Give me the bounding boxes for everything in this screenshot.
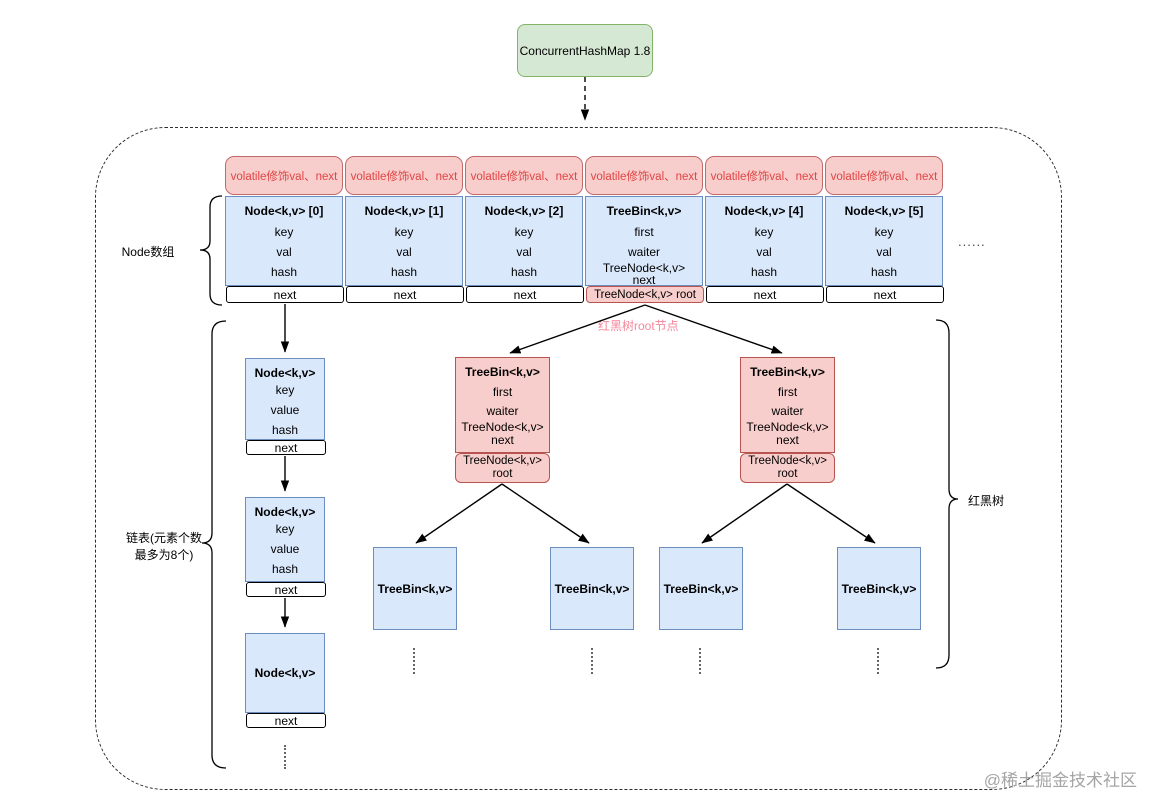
- concurrenthashmap-title-box: ConcurrentHashMap 1.8: [517, 24, 653, 77]
- node-title: Node<k,v> [2]: [484, 204, 564, 218]
- field-first: first: [492, 385, 513, 399]
- hashmap-structure-container: [95, 127, 1062, 790]
- next-pointer-cell: next: [246, 440, 326, 455]
- treenode-root-cell: TreeNode<k,v> root: [586, 286, 704, 303]
- field-val: val: [756, 245, 772, 259]
- node-title: Node<k,v> [1]: [364, 204, 444, 218]
- field-key: key: [754, 225, 774, 239]
- list-node-3: Node<k,v> next: [245, 633, 326, 728]
- vertical-ellipsis: [591, 648, 593, 674]
- node-title: Node<k,v> [4]: [724, 204, 804, 218]
- field-hash: hash: [271, 423, 299, 437]
- array-ellipsis: ......: [958, 234, 986, 249]
- array-node-cell: Node<k,v> [4] key val hash: [705, 196, 823, 286]
- rbtree-root-annotation: 红黑树root节点: [598, 319, 679, 333]
- node-title: Node<k,v> [5]: [844, 204, 924, 218]
- volatile-header: volatile修饰val、next: [705, 156, 823, 195]
- field-value: value: [270, 403, 300, 417]
- volatile-header: volatile修饰val、next: [345, 156, 463, 195]
- array-node-cell: Node<k,v> [2] key val hash: [465, 196, 583, 286]
- field-hash: hash: [870, 265, 898, 279]
- node-title: Node<k,v>: [254, 505, 316, 519]
- field-key: key: [874, 225, 894, 239]
- array-node-cell: Node<k,v> [1] key val hash: [345, 196, 463, 286]
- tree-leaf-4: TreeBin<k,v>: [837, 547, 921, 630]
- treebin-left: TreeBin<k,v> first waiter TreeNode<k,v> …: [455, 357, 550, 453]
- field-waiter: waiter: [771, 404, 804, 418]
- field-hash: hash: [271, 562, 299, 576]
- field-key: key: [275, 383, 295, 397]
- vertical-ellipsis: [699, 648, 701, 674]
- field-hash: hash: [510, 265, 538, 279]
- tree-leaf-3: TreeBin<k,v>: [659, 547, 743, 630]
- field-val: val: [276, 245, 292, 259]
- next-pointer-cell: next: [346, 286, 464, 303]
- rbtree-label: 红黑树: [968, 494, 1005, 508]
- field-key: key: [514, 225, 534, 239]
- watermark: @稀土掘金技术社区: [983, 771, 1137, 790]
- treebin-right-root-cell: TreeNode<k,v> root: [740, 453, 835, 483]
- treebin-title: TreeBin<k,v>: [750, 365, 825, 379]
- vertical-ellipsis: [413, 648, 415, 674]
- vertical-ellipsis: [877, 648, 879, 674]
- node-title: Node<k,v> [0]: [244, 204, 324, 218]
- treebin-title: TreeBin<k,v>: [606, 204, 682, 218]
- field-hash: hash: [270, 265, 298, 279]
- volatile-header: volatile修饰val、next: [225, 156, 343, 195]
- volatile-header: volatile修饰val、next: [465, 156, 583, 195]
- field-treenode-next: TreeNode<k,v> next: [602, 261, 686, 287]
- volatile-header: volatile修饰val、next: [825, 156, 943, 195]
- tree-leaf-1: TreeBin<k,v>: [373, 547, 457, 630]
- array-node-cell: Node<k,v> [0] key val hash: [225, 196, 343, 286]
- field-val: val: [396, 245, 412, 259]
- field-hash: hash: [390, 265, 418, 279]
- field-waiter: waiter: [486, 404, 519, 418]
- linked-list-label: 链表(元素个数 最多为8个): [126, 531, 202, 562]
- field-waiter: waiter: [627, 245, 660, 259]
- field-val: val: [516, 245, 532, 259]
- volatile-header: volatile修饰val、next: [585, 156, 703, 195]
- array-treebin-cell: TreeBin<k,v> first waiter TreeNode<k,v> …: [585, 196, 703, 286]
- tree-leaf-2: TreeBin<k,v>: [550, 547, 634, 630]
- field-first: first: [634, 225, 654, 239]
- field-treenode-next: TreeNode<k,v> next: [461, 420, 544, 447]
- next-pointer-cell: next: [706, 286, 824, 303]
- field-key: key: [275, 522, 295, 536]
- treebin-right: TreeBin<k,v> first waiter TreeNode<k,v> …: [740, 357, 835, 453]
- array-node-cell: Node<k,v> [5] key val hash: [825, 196, 943, 286]
- next-pointer-cell: next: [226, 286, 344, 303]
- list-node-2: Node<k,v> key value hash next: [245, 497, 326, 597]
- field-first: first: [777, 385, 798, 399]
- treebin-title: TreeBin<k,v>: [465, 365, 540, 379]
- treebin-left-root-cell: TreeNode<k,v> root: [455, 453, 550, 483]
- node-title: Node<k,v>: [254, 366, 316, 380]
- node-title: Node<k,v>: [254, 666, 316, 680]
- field-key: key: [274, 225, 294, 239]
- next-pointer-cell: next: [826, 286, 944, 303]
- list-node-1: Node<k,v> key value hash next: [245, 358, 326, 455]
- next-pointer-cell: next: [466, 286, 584, 303]
- title-label: ConcurrentHashMap 1.8: [519, 43, 651, 58]
- field-val: val: [876, 245, 892, 259]
- vertical-ellipsis: [284, 745, 286, 769]
- next-pointer-cell: next: [246, 713, 326, 728]
- field-treenode-next: TreeNode<k,v> next: [746, 420, 829, 447]
- field-key: key: [394, 225, 414, 239]
- node-array-label: Node数组: [121, 245, 175, 259]
- field-hash: hash: [750, 265, 778, 279]
- field-value: value: [270, 542, 300, 556]
- next-pointer-cell: next: [246, 582, 326, 597]
